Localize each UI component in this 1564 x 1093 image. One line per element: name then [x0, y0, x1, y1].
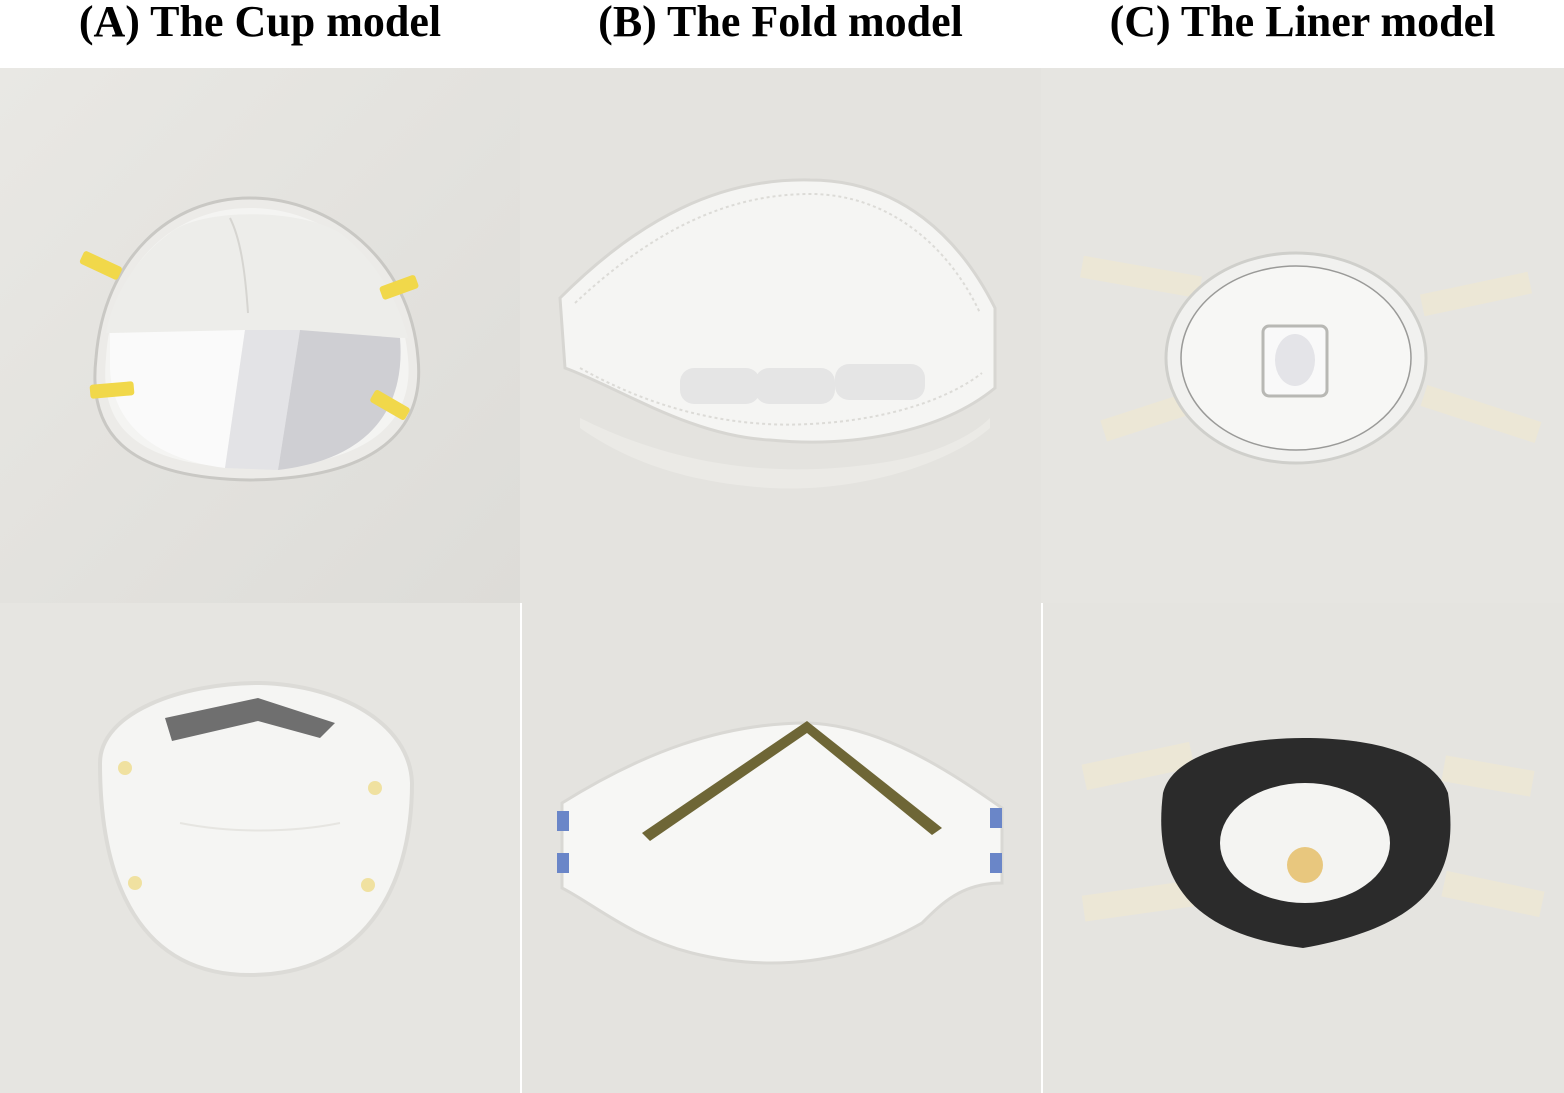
photo-liner-model-inside: [1043, 603, 1564, 1093]
photo-fold-model-inside: [522, 603, 1041, 1093]
caption-cup-model: (A) The Cup model: [78, 0, 442, 46]
caption-liner-model: (C) The Liner model: [1109, 0, 1496, 46]
photo-fold-model-front: [520, 68, 1041, 603]
caption-fold-model: (B) The Fold model: [598, 0, 963, 46]
photo-cup-model-inside: [0, 603, 520, 1093]
photo-cup-model-front: [0, 68, 520, 603]
photo-liner-model-front: [1041, 68, 1564, 603]
